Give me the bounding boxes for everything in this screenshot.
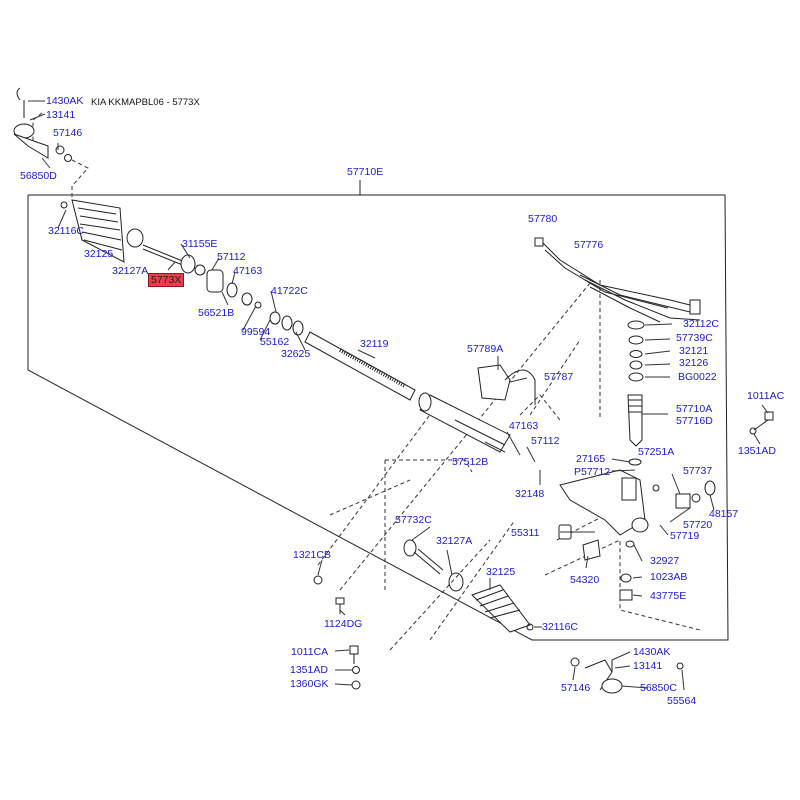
part-label[interactable]: 32127A [112,265,149,277]
bolt-right [749,411,774,435]
part-label[interactable]: 54320 [570,574,600,586]
part-label[interactable]: 1011CA [291,646,329,658]
part-label[interactable]: 57146 [53,127,83,139]
part-label[interactable]: 32127A [436,535,473,547]
assembly-frame [27,194,729,641]
part-label[interactable]: 13141 [633,660,663,672]
part-label[interactable]: P57712 [574,466,611,478]
hydraulic-lines [534,237,701,323]
part-label[interactable]: 57710A [676,403,713,415]
part-label[interactable]: 55311 [511,527,540,539]
inner-tie-rod-right [403,539,464,592]
part-label[interactable]: 32126 [679,357,709,369]
boot-left [60,199,125,263]
part-label[interactable]: 57737 [683,465,713,477]
bolt-left [313,575,361,690]
part-label[interactable]: 56850C [640,682,677,694]
part-label[interactable]: 13141 [46,109,76,121]
tie-rod-end-right [570,657,684,694]
part-label[interactable]: BG0022 [678,371,717,383]
yoke-parts [558,480,716,601]
part-label[interactable]: 1351AD [738,445,776,457]
part-label[interactable]: 1430AK [633,646,671,658]
part-label[interactable]: 43775E [650,590,687,602]
part-label[interactable]: 57780 [528,213,558,225]
part-label[interactable]: 56850D [20,170,57,182]
part-label[interactable]: 57732C [395,514,432,526]
part-label[interactable]: 1321CB [293,549,331,561]
part-label[interactable]: 57112 [217,251,246,263]
part-label[interactable]: 32116C [542,621,579,633]
part-label[interactable]: 1360GK [290,678,329,690]
part-label[interactable]: 55564 [667,695,697,707]
part-label[interactable]: 57146 [561,682,591,694]
part-label[interactable]: 47163 [233,265,263,277]
gear-housing [559,458,660,536]
rack-bar [304,331,416,401]
part-label[interactable]: 57251A [638,446,675,458]
mount-bracket [477,364,536,405]
part-label[interactable]: 57720 [683,519,713,531]
part-label[interactable]: 32148 [515,488,545,500]
rack-housing [418,392,511,453]
part-label[interactable]: 32125 [486,566,516,578]
leader-lines [28,100,769,691]
part-label[interactable]: 55162 [260,336,290,348]
part-label[interactable]: 1351AD [290,664,328,676]
part-label[interactable]: 32112C [683,318,720,330]
part-label[interactable]: 32927 [650,555,680,567]
part-label[interactable]: 57719 [670,530,700,542]
part-label[interactable]: 32125 [84,248,114,260]
diagram-title: KIA KKMAPBL06 - 5773X [91,97,200,108]
part-label[interactable]: 32119 [360,338,389,350]
part-label[interactable]: 57776 [574,239,604,251]
part-label[interactable]: 27165 [576,453,606,465]
part-label[interactable]: 1124DG [324,618,363,630]
part-label[interactable]: 57739C [676,332,713,344]
boot-right [471,584,534,633]
part-label[interactable]: 1011AC [747,390,785,402]
tie-rod-end-left [13,87,72,162]
part-label[interactable]: 1023AB [650,571,688,583]
part-label[interactable]: 31155E [182,238,218,250]
part-label[interactable]: 57789A [467,343,504,355]
part-label[interactable]: 57112 [531,435,560,447]
part-label[interactable]: 57710E [347,166,384,178]
part-label[interactable]: 48157 [709,508,739,520]
part-label[interactable]: 47163 [509,420,539,432]
part-label[interactable]: 57716D [676,415,713,427]
part-label[interactable]: 57787 [544,371,574,383]
part-label[interactable]: 1430AK [46,95,84,107]
part-label[interactable]: 56521B [198,307,235,319]
seal-cluster-left [206,269,304,336]
guide-lines [32,112,701,651]
part-label[interactable]: 41722C [271,285,308,297]
part-label[interactable]: 32121 [679,345,709,357]
part-label[interactable]: 99594 [241,326,271,338]
part-label[interactable]: 57512B [452,456,489,468]
part-label[interactable]: 32116C [48,225,85,237]
part-label-highlighted[interactable]: 5773X [148,273,185,287]
valve-stack [627,320,645,447]
part-label[interactable]: 32625 [281,348,311,360]
